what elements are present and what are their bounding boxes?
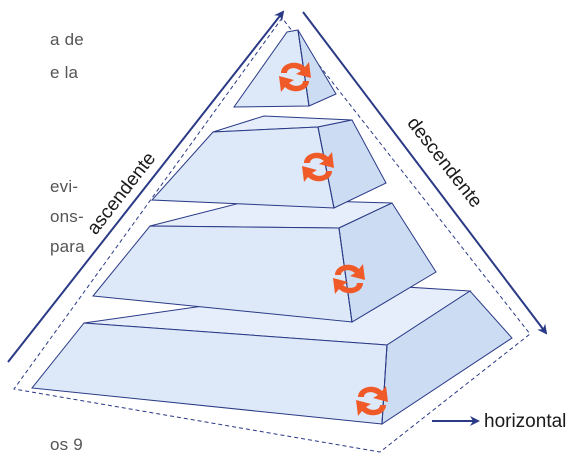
bg-text-line-1: a de	[50, 30, 84, 49]
pyramid-dashed-outline	[13, 17, 531, 453]
ascending-label: ascendente	[83, 148, 160, 238]
descending-arrow	[302, 11, 548, 335]
bg-text-line-3: evi-	[50, 177, 78, 196]
bg-text-line-6: os 9	[50, 435, 83, 454]
ascending-arrow	[7, 10, 285, 363]
background-text: a de e la evi- ons- para os 9	[50, 30, 85, 454]
bg-text-line-5: para	[50, 237, 85, 256]
bg-text-line-4: ons-	[50, 207, 84, 226]
tier-2-edge	[317, 126, 335, 209]
bg-text-line-2: e la	[50, 63, 79, 82]
tier-3-edge	[338, 227, 353, 323]
pyramid-tier-1	[233, 29, 337, 108]
horizontal-label: horizontal	[484, 411, 566, 432]
tier-3-front-face	[92, 225, 353, 323]
pyramid-tier-2	[150, 115, 387, 209]
